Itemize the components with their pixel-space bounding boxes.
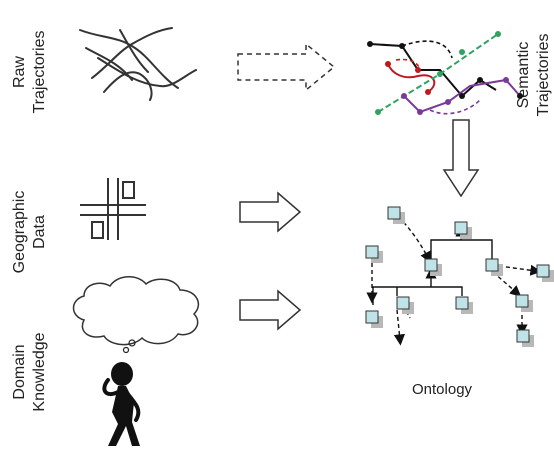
- geographic-data-icon: [80, 178, 146, 240]
- raw-trajectories-icon: [79, 27, 197, 101]
- ontology-node: [516, 329, 534, 347]
- ontology-node: [455, 296, 473, 314]
- semantic-trajectories-icon: [367, 31, 523, 115]
- ontology-node: [485, 258, 503, 276]
- right-arrow-icon: [239, 191, 302, 233]
- ontology-node: [424, 258, 442, 276]
- ontology-node: [396, 296, 414, 314]
- ontology-node: [365, 245, 383, 263]
- dashed-arrow-icon: [237, 42, 336, 92]
- thinking-person-icon: [102, 339, 141, 446]
- ontology-edges: [366, 211, 542, 346]
- ontology-nodes: [365, 206, 554, 347]
- ontology-node: [536, 264, 554, 282]
- ontology-node: [515, 294, 533, 312]
- ontology-label: Ontology: [412, 381, 473, 398]
- down-arrow-icon: [442, 119, 480, 198]
- ontology-node: [454, 221, 472, 239]
- right-arrow-icon: [239, 289, 302, 331]
- ontology-node: [387, 206, 405, 224]
- ontology-node: [365, 310, 383, 328]
- thought-cloud-icon: [72, 276, 200, 346]
